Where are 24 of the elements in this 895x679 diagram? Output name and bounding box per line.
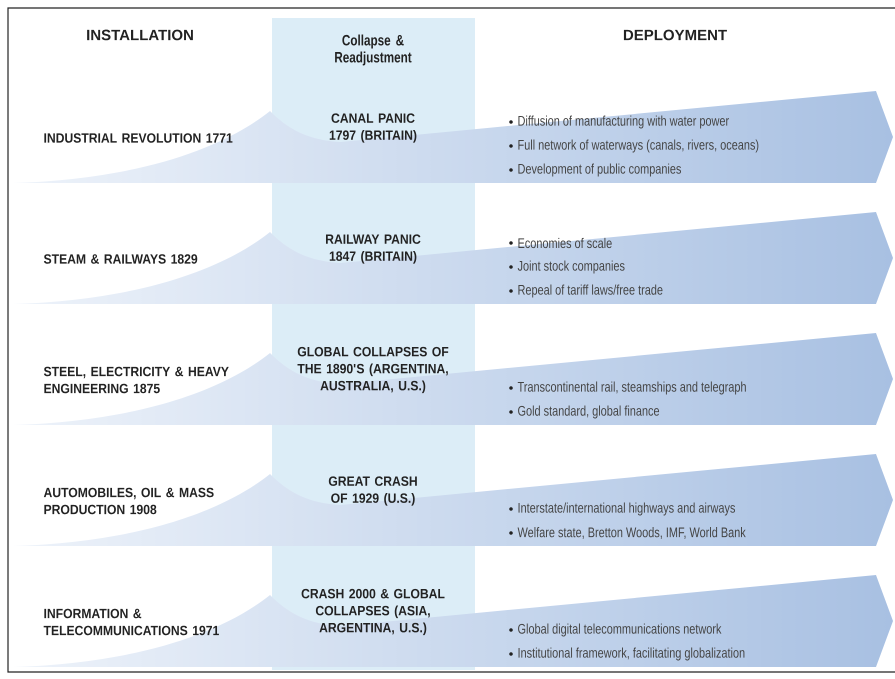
bullet-item: Full network of waterways (canals, rivers, oceans) — [509, 139, 758, 153]
bullet-item: Repeal of tariff laws/free trade — [509, 284, 662, 298]
column-heading: INSTALLATION — [87, 30, 193, 40]
bullet-item: Gold standard, global finance — [509, 405, 660, 419]
bullet-item: Joint stock companies — [509, 260, 625, 274]
column-heading: DEPLOYMENT — [624, 30, 727, 40]
bullet-item: Institutional framework, facilitating globalization — [509, 647, 744, 661]
bullet-item: Welfare state, Bretton Woods, IMF, World Bank — [509, 527, 746, 539]
era-label: INDUSTRIAL REVOLUTION 1771 — [44, 133, 232, 143]
bullet-item: Economies of scale — [509, 238, 612, 248]
bullet-item: Diffusion of manufacturing with water power — [509, 115, 729, 129]
crash-label: RAILWAY PANIC 1847 (BRITAIN) — [326, 234, 420, 264]
era-label: AUTOMOBILES, OIL & MASS PRODUCTION 1908 — [44, 488, 214, 514]
bullet-item: Development of public companies — [509, 163, 681, 177]
era-label: INFORMATION & TELECOMMUNICATIONS 1971 — [44, 608, 219, 636]
bullet-item: Interstate/international highways and airways — [509, 502, 736, 516]
bullet-item: Global digital telecommunications network — [509, 623, 722, 637]
era-label: STEEL, ELECTRICITY & HEAVY ENGINEERING 1875 — [44, 366, 229, 394]
bullet-item: Transcontinental rail, steamships and telegraph — [509, 381, 746, 395]
crash-label: CRASH 2000 & GLOBAL COLLAPSES (ASIA, ARGENTINA, U.S.) — [302, 588, 445, 636]
crash-label: GLOBAL COLLAPSES OF THE 1890'S (ARGENTINA, AUSTRALIA, U.S.) — [298, 346, 448, 394]
crash-label: CANAL PANIC 1797 (BRITAIN) — [330, 113, 416, 143]
era-label: STEAM & RAILWAYS 1829 — [44, 254, 198, 264]
crash-label: GREAT CRASH OF 1929 (U.S.) — [328, 476, 417, 506]
